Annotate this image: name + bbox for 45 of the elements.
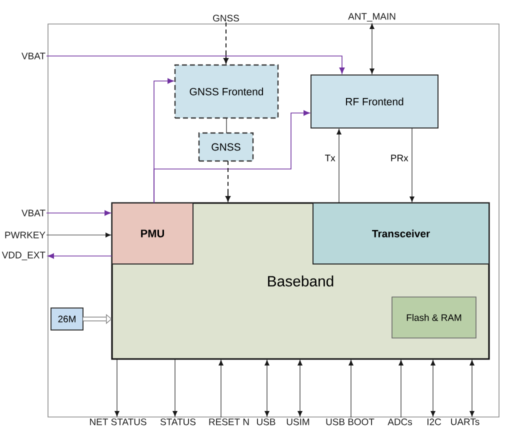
module-outline [48, 24, 500, 418]
arrow [154, 110, 310, 204]
double-headed-arrow [430, 360, 436, 417]
arrow [46, 210, 111, 216]
pin-label: VBAT [22, 52, 46, 60]
pin-label: USB BOOT [326, 418, 374, 426]
pin-label: USB [257, 418, 276, 426]
arrow [218, 360, 224, 418]
dashed-arrow [223, 22, 229, 64]
double-headed-arrow [470, 360, 474, 417]
pin-label: VDD_EXT [2, 252, 46, 260]
dashed-arrow [225, 160, 231, 202]
pmu-block: PMU [112, 202, 194, 264]
pin-label: UARTs [451, 418, 480, 426]
pin-label: NET STATUS [90, 418, 146, 426]
connector-line [226, 118, 227, 134]
crystal-box: 26M [50, 308, 84, 330]
arrow [336, 128, 342, 204]
pin-label: I2C [428, 418, 442, 426]
arrow [46, 232, 112, 238]
pin-label: VBAT [22, 210, 46, 216]
pin-label: RESET N [209, 418, 249, 426]
double-headed-arrow [264, 360, 270, 417]
frontend-box: RF Frontend [310, 74, 438, 128]
pin-label: USIM [286, 418, 310, 426]
double-headed-arrow [298, 360, 302, 417]
edge-label: PRx [389, 154, 410, 162]
pin-label: ANT_MAIN [348, 13, 396, 22]
pin-label: GNSS [213, 14, 239, 22]
frontend-box: GNSS Frontend [174, 64, 279, 119]
arrow [410, 128, 414, 202]
arrow [172, 358, 178, 417]
arrow [114, 358, 120, 417]
arrow [348, 360, 354, 418]
arrow [46, 56, 345, 74]
pin-label: ADCs [388, 418, 412, 426]
arrow [398, 360, 404, 418]
arrow [48, 253, 112, 259]
transceiver-block: Transceiver [312, 202, 490, 264]
memory-block: Flash & RAM [392, 296, 476, 338]
double-headed-arrow [370, 23, 374, 74]
pin-label: STATUS [160, 418, 196, 426]
edge-label: Tx [324, 154, 336, 162]
receiver-box: GNSS [198, 132, 254, 162]
pin-label: PWRKEY [5, 232, 46, 238]
